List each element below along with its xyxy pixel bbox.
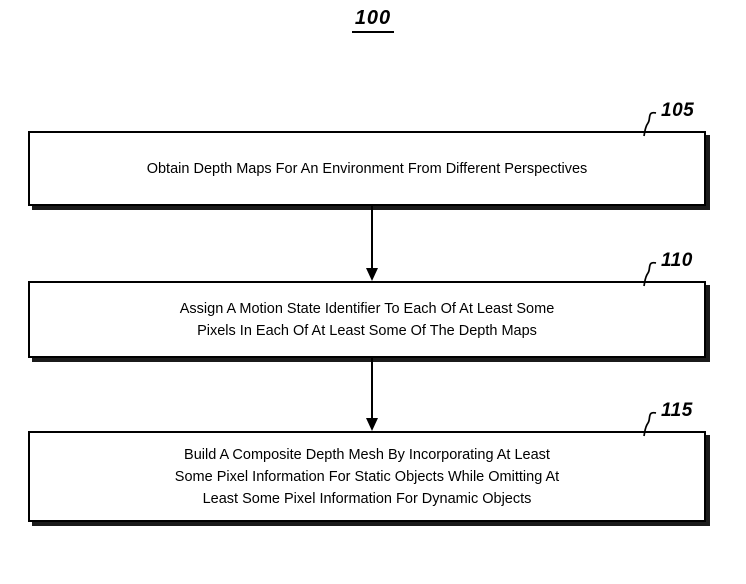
arrowhead-icon	[366, 418, 378, 431]
leader-line-icon	[643, 111, 657, 137]
ref-number: 105	[661, 100, 695, 121]
step-110-text-line: Pixels In Each Of At Least Some Of The D…	[197, 322, 537, 339]
arrow-line-110-115	[371, 358, 373, 420]
ref-label-115: 115	[641, 400, 693, 438]
step-115-text-line: Least Some Pixel Information For Dynamic…	[202, 490, 532, 507]
ref-label-110: 110	[641, 250, 693, 288]
step-115-text-line: Some Pixel Information For Static Object…	[174, 468, 560, 485]
ref-number: 110	[661, 250, 693, 271]
leader-line-icon	[643, 411, 657, 437]
step-box-115: Build A Composite Depth Mesh By Incorpor…	[28, 431, 706, 522]
arrowhead-icon	[366, 268, 378, 281]
step-box-110: Assign A Motion State Identifier To Each…	[28, 281, 706, 358]
figure-number-title: 100	[0, 7, 746, 33]
leader-line-icon	[643, 261, 657, 287]
figure-number-text: 100	[351, 7, 395, 33]
step-110-text-line: Assign A Motion State Identifier To Each…	[179, 300, 555, 317]
ref-number: 115	[661, 400, 693, 421]
step-105-text-line: Obtain Depth Maps For An Environment Fro…	[146, 160, 588, 177]
step-115-text-line: Build A Composite Depth Mesh By Incorpor…	[184, 446, 550, 463]
step-box-105: Obtain Depth Maps For An Environment Fro…	[28, 131, 706, 206]
ref-label-105: 105	[641, 100, 694, 138]
arrow-line-105-110	[371, 206, 373, 270]
